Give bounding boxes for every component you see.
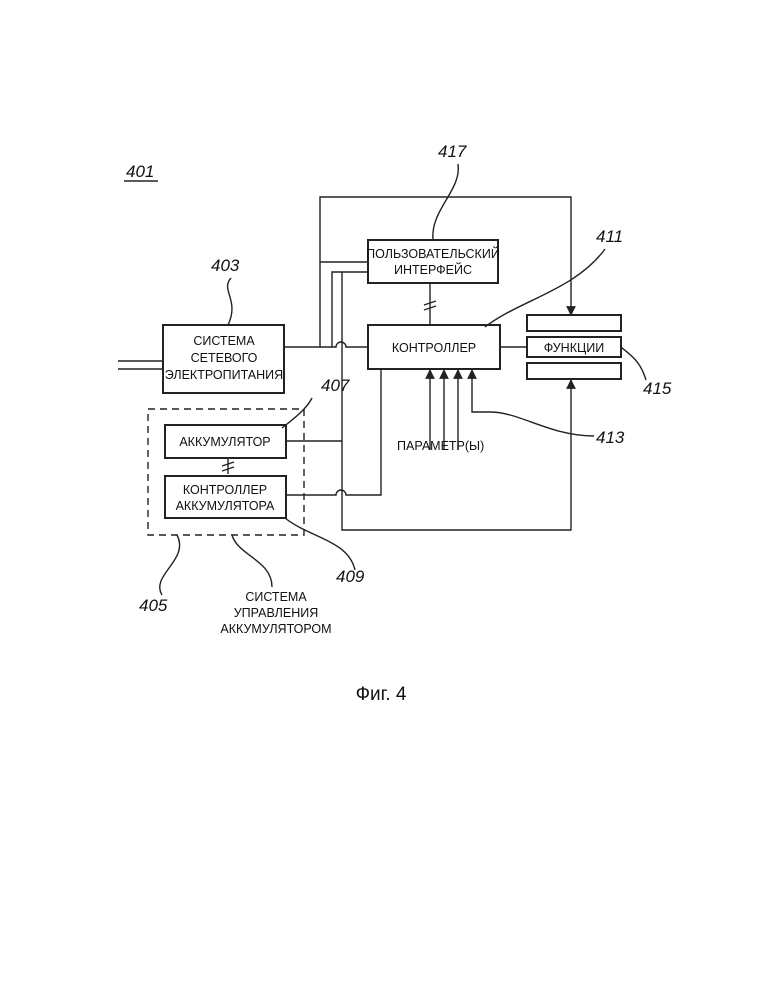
grid-power-line-1: СИСТЕМА: [193, 334, 255, 348]
ref-403: 403: [211, 256, 240, 275]
ref-417: 417: [438, 142, 467, 161]
ref-409: 409: [336, 567, 365, 586]
grid-power-block: СИСТЕМА СЕТЕВОГО ЭЛЕКТРОПИТАНИЯ: [163, 325, 284, 393]
ref-413: 413: [596, 428, 625, 447]
figure-ref-label: 401: [126, 162, 154, 181]
accumulator-controller-block: КОНТРОЛЛЕР АККУМУЛЯТОРА: [165, 476, 286, 518]
accumulator-controller-line-2: АККУМУЛЯТОРА: [176, 499, 275, 513]
figure-caption: Фиг. 4: [356, 684, 407, 705]
accumulator-controller-line-1: КОНТРОЛЛЕР: [183, 483, 267, 497]
ref-415: 415: [643, 379, 672, 398]
battery-management-line-1: СИСТЕМА: [245, 590, 307, 604]
function-slot-bottom: [527, 363, 621, 379]
user-interface-block: ПОЛЬЗОВАТЕЛЬСКИЙ ИНТЕРФЕЙС: [366, 240, 500, 283]
battery-management-line-2: УПРАВЛЕНИЯ: [234, 606, 319, 620]
battery-management-line-3: АККУМУЛЯТОРОМ: [220, 622, 331, 636]
leader-409: [285, 518, 355, 570]
controller-label: КОНТРОЛЛЕР: [392, 341, 476, 355]
leader-403: [228, 278, 232, 325]
leader-405: [160, 535, 180, 595]
ref-407: 407: [321, 376, 350, 395]
battery-management-label: СИСТЕМА УПРАВЛЕНИЯ АККУМУЛЯТОРОМ: [220, 590, 331, 636]
user-interface-line-2: ИНТЕРФЕЙС: [394, 262, 472, 277]
accumulator-label: АККУМУЛЯТОР: [179, 435, 270, 449]
grid-power-line-3: ЭЛЕКТРОПИТАНИЯ: [165, 368, 283, 382]
ref-411: 411: [596, 227, 623, 246]
function-slot-top: [527, 315, 621, 331]
functions-block-group: ФУНКЦИИ: [527, 315, 621, 379]
grid-power-line-2: СЕТЕВОГО: [191, 351, 258, 365]
leader-407: [282, 398, 312, 428]
leader-417: [433, 164, 459, 240]
leader-413: [490, 412, 594, 436]
leader-battery-management: [232, 535, 272, 587]
ref-405: 405: [139, 596, 168, 615]
leader-415: [621, 347, 646, 380]
parameters-label: ПАРАМЕТР(Ы): [397, 439, 484, 453]
user-interface-line-1: ПОЛЬЗОВАТЕЛЬСКИЙ: [366, 246, 500, 261]
controller-block: КОНТРОЛЛЕР: [368, 325, 500, 369]
functions-label: ФУНКЦИИ: [544, 341, 604, 355]
accumulator-block: АККУМУЛЯТОР: [165, 425, 286, 458]
